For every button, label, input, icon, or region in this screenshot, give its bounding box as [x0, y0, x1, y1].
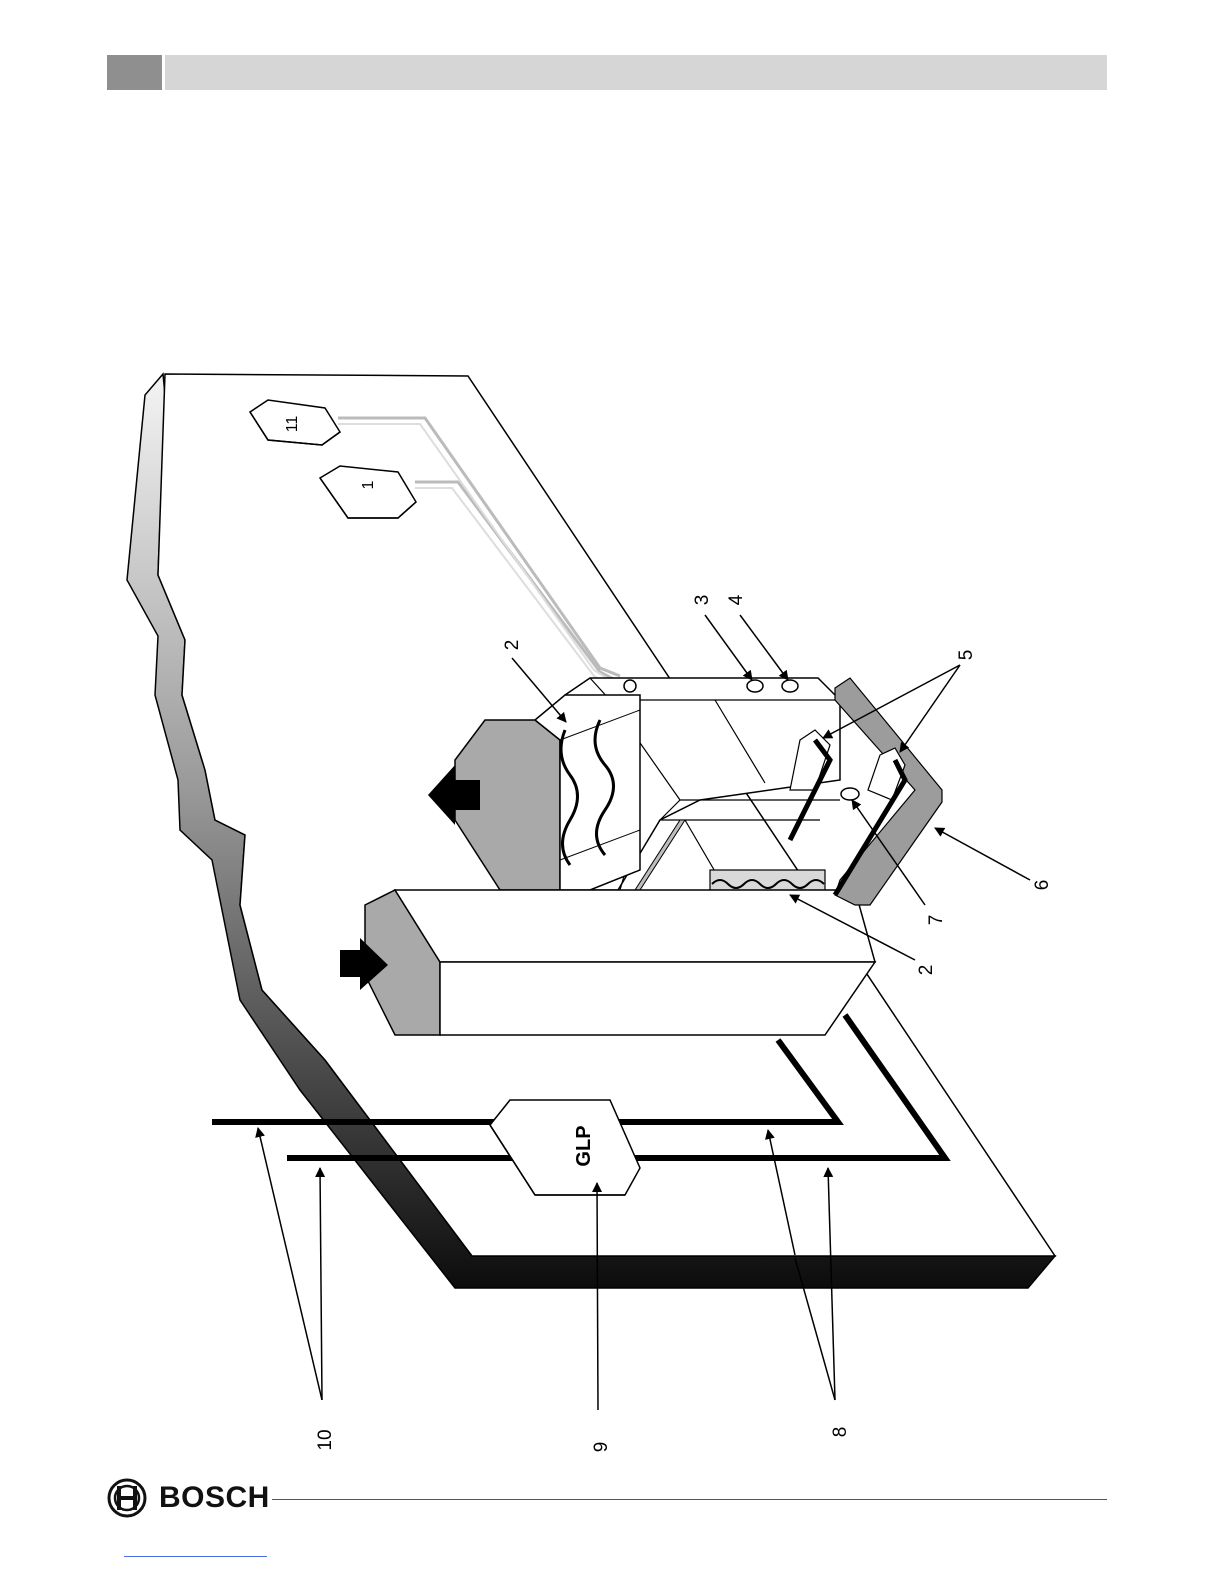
- callout-2a: 2: [502, 640, 523, 651]
- glp-label: GLP: [573, 1125, 595, 1166]
- callout-1: 1: [360, 480, 377, 489]
- callout-10: 10: [315, 1429, 336, 1450]
- callout-4: 4: [726, 594, 747, 605]
- footer-brand: BOSCH: [107, 1478, 270, 1518]
- bosch-armature-icon: [107, 1478, 147, 1518]
- brand-name: BOSCH: [159, 1481, 270, 1515]
- intake-duct: [340, 890, 875, 1035]
- page-link-underline[interactable]: [124, 1556, 267, 1557]
- flex-connector-lower: [710, 870, 825, 892]
- callout-2b: 2: [916, 965, 937, 976]
- callout-11: 11: [284, 416, 301, 433]
- footer-rule: [272, 1499, 1107, 1500]
- callout-9: 9: [591, 1442, 612, 1453]
- callout-8: 8: [830, 1427, 851, 1438]
- callout-3: 3: [692, 595, 713, 606]
- callout-7: 7: [926, 915, 947, 926]
- callout-6: 6: [1032, 880, 1053, 891]
- callout-5: 5: [956, 650, 977, 661]
